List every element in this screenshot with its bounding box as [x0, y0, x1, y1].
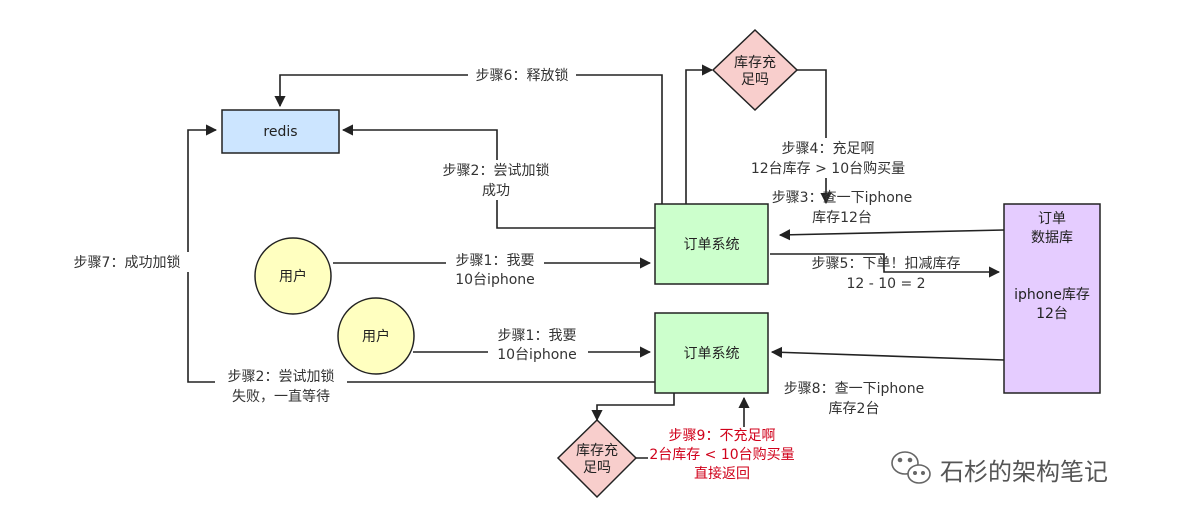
step9-label-2: 2台库存 < 10台购买量 — [649, 447, 794, 463]
order-system-label-2: 订单系统 — [684, 346, 740, 362]
step2-fail-label-2: 失败，一直等待 — [232, 388, 330, 405]
step8-label-2: 库存2台 — [829, 401, 880, 417]
stock-check-diamond-top — [711, 28, 799, 112]
edge-to-stock-check-top — [685, 64, 714, 204]
stock-check-bottom-label-2: 足吗 — [583, 460, 611, 476]
step2-fail-label-1: 步骤2：尝试加锁 — [228, 369, 335, 385]
step6-label: 步骤6：释放锁 — [476, 68, 569, 84]
edge-step4 — [797, 69, 832, 205]
stock-check-diamond-bottom — [556, 418, 638, 499]
edge-step3 — [778, 229, 1005, 241]
order-system-node-1 — [654, 203, 769, 285]
step1-top-label-1: 步骤1：我要 — [456, 253, 535, 269]
step7-label: 步骤7：成功加锁 — [74, 255, 181, 271]
db-label-3: iphone库存 — [1014, 287, 1090, 303]
step1-bottom-label-1: 步骤1：我要 — [498, 328, 577, 344]
step9-label-1: 步骤9：不充足啊 — [669, 428, 776, 444]
wechat-icon — [891, 451, 931, 484]
redis-label: redis — [263, 124, 297, 140]
step2-success-label-2: 成功 — [482, 183, 510, 199]
watermark-text: 石杉的架构笔记 — [940, 458, 1108, 486]
db-label-2: 数据库 — [1031, 230, 1073, 246]
step4-label-2: 12台库存 > 10台购买量 — [751, 161, 905, 177]
stock-check-top-label-1: 库存充 — [734, 55, 776, 71]
step1-bottom-label-2: 10台iphone — [497, 347, 577, 363]
order-system-node-2 — [654, 312, 769, 394]
stock-check-bottom-label-1: 库存充 — [576, 443, 618, 459]
user-label-2: 用户 — [362, 328, 390, 345]
step5-label-2: 12 - 10 = 2 — [846, 276, 925, 292]
step9-label-3: 直接返回 — [694, 465, 750, 482]
edge-step8 — [770, 346, 1005, 361]
step8-label-1: 步骤8：查一下iphone — [784, 381, 925, 397]
edge-to-stock-check-bottom — [591, 393, 675, 422]
user-node-1 — [254, 237, 332, 315]
step3-label-1: 步骤3：查一下iphone — [772, 190, 913, 206]
step1-top-label-2: 10台iphone — [455, 272, 535, 288]
db-label-4: 12台 — [1036, 306, 1068, 322]
user-node-2 — [337, 297, 415, 375]
redis-node — [221, 109, 340, 154]
stock-check-top-label-2: 足吗 — [741, 72, 769, 88]
db-label-1: 订单 — [1038, 211, 1066, 227]
db-node — [1003, 203, 1101, 394]
order-system-label-1: 订单系统 — [684, 237, 740, 253]
step5-label-1: 步骤5：下单！扣减库存 — [812, 256, 961, 272]
step2-success-label-1: 步骤2：尝试加锁 — [443, 163, 550, 179]
step3-label-2: 库存12台 — [812, 210, 872, 226]
step4-label-1: 步骤4：充足啊 — [782, 141, 875, 157]
user-label-1: 用户 — [279, 268, 307, 285]
edge-step5 — [770, 253, 1001, 278]
